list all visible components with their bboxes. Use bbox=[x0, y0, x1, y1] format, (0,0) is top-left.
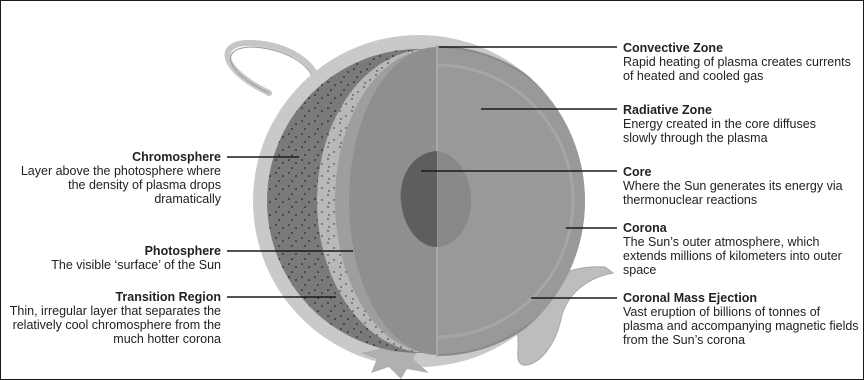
radiative-zone-description: Energy created in the core diffuses slow… bbox=[623, 117, 848, 145]
label-radiative-zone: Radiative Zone Energy created in the cor… bbox=[623, 103, 848, 145]
label-photosphere: Photosphere The visible ‘surface’ of the… bbox=[7, 244, 221, 272]
label-coronal-mass-ejection: Coronal Mass Ejection Vast eruption of b… bbox=[623, 291, 861, 347]
corona-description: The Sun’s outer atmosphere, which extend… bbox=[623, 235, 863, 277]
label-transition-region: Transition Region Thin, irregular layer … bbox=[7, 290, 221, 346]
photosphere-title: Photosphere bbox=[7, 244, 221, 258]
chromosphere-description: Layer above the photosphere where the de… bbox=[7, 164, 221, 206]
convective-zone-title: Convective Zone bbox=[623, 41, 858, 55]
photosphere-description: The visible ‘surface’ of the Sun bbox=[7, 258, 221, 272]
chromosphere-title: Chromosphere bbox=[7, 150, 221, 164]
transition-region-description: Thin, irregular layer that separates the… bbox=[7, 304, 221, 346]
convective-zone-description: Rapid heating of plasma creates currents… bbox=[623, 55, 858, 83]
core-description: Where the Sun generates its energy via t… bbox=[623, 179, 863, 207]
corona-title: Corona bbox=[623, 221, 863, 235]
transition-region-title: Transition Region bbox=[7, 290, 221, 304]
label-chromosphere: Chromosphere Layer above the photosphere… bbox=[7, 150, 221, 206]
label-convective-zone: Convective Zone Rapid heating of plasma … bbox=[623, 41, 858, 83]
cme-description: Vast eruption of billions of tonnes of p… bbox=[623, 305, 861, 347]
label-corona: Corona The Sun’s outer atmosphere, which… bbox=[623, 221, 863, 277]
cme-title: Coronal Mass Ejection bbox=[623, 291, 861, 305]
core-title: Core bbox=[623, 165, 863, 179]
radiative-zone-title: Radiative Zone bbox=[623, 103, 848, 117]
label-core: Core Where the Sun generates its energy … bbox=[623, 165, 863, 207]
